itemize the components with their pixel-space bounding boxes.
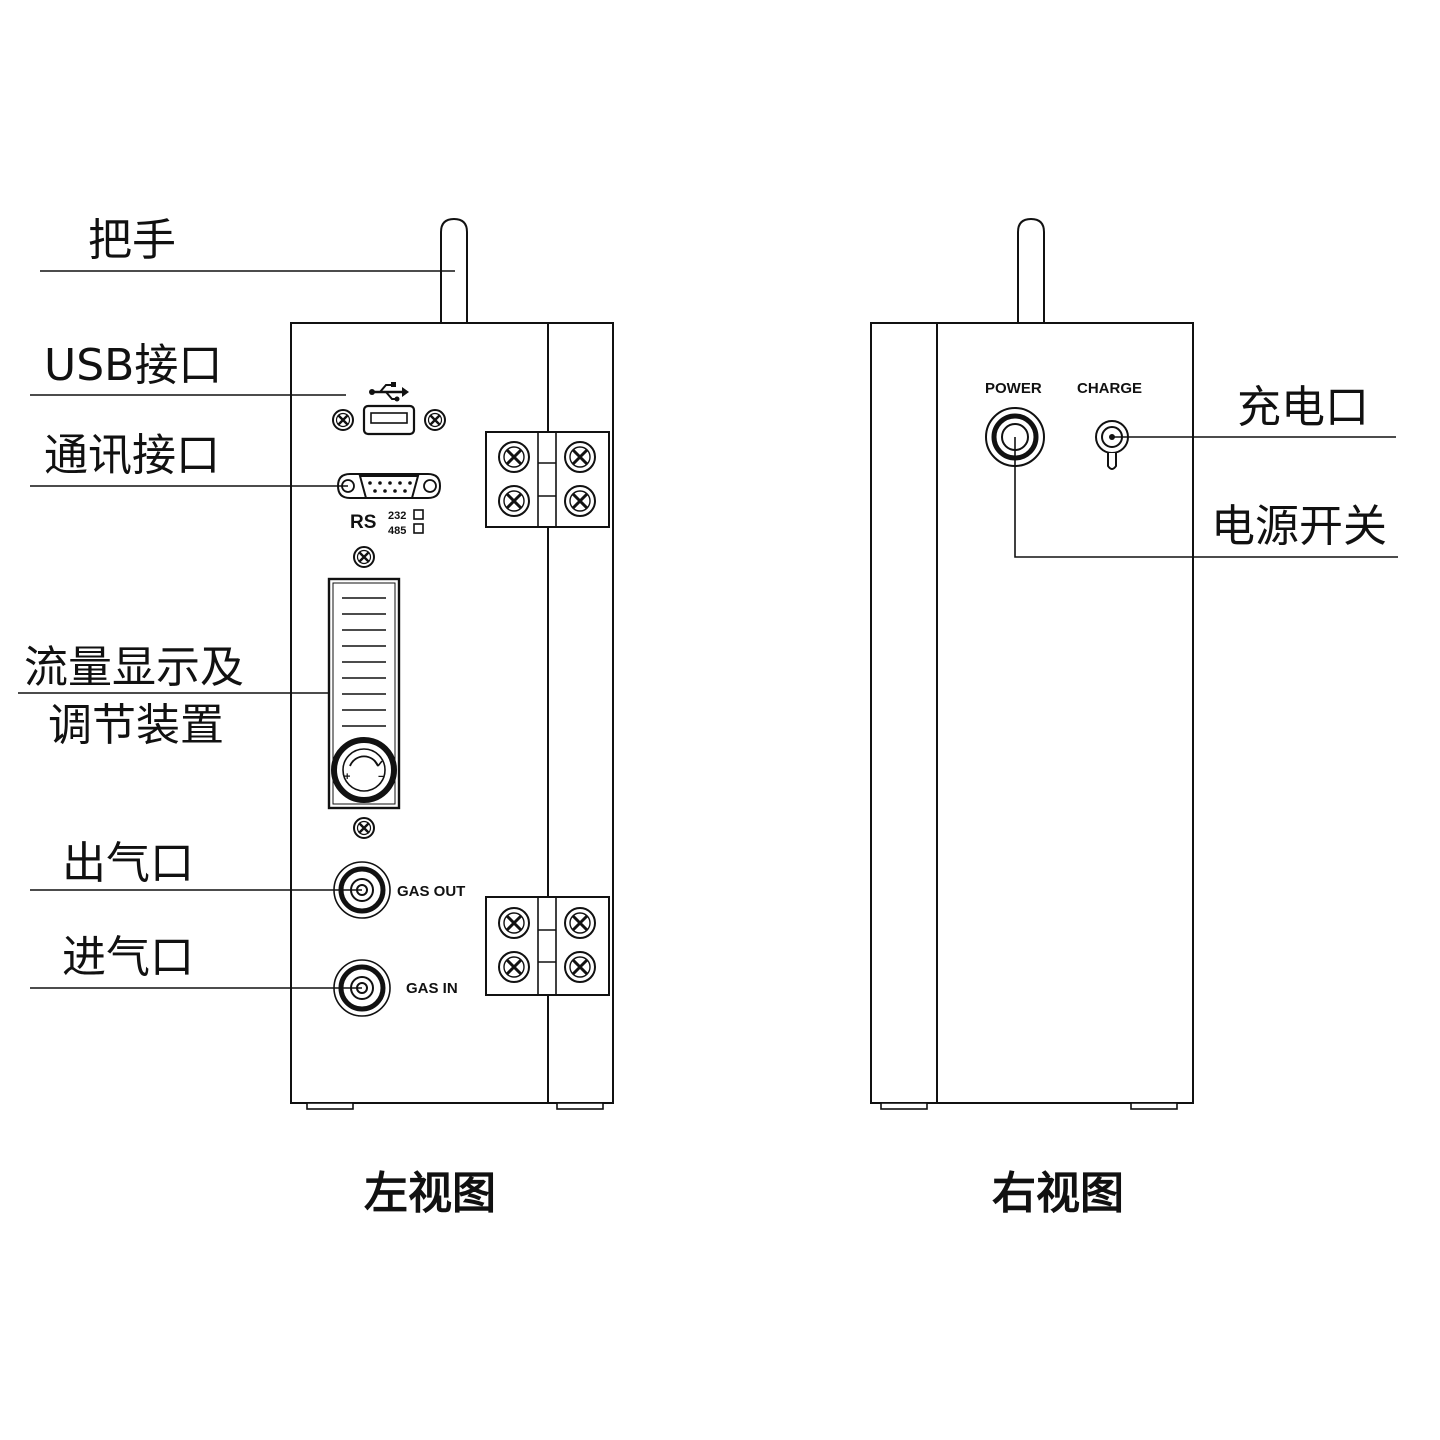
left-handle — [440, 217, 468, 323]
knob-plus-label: + — [344, 771, 350, 783]
callout-flow-line1: 流量显示及 — [24, 642, 244, 693]
rs-232-checkbox — [413, 509, 424, 520]
callout-usb-port: USB接口 — [44, 340, 222, 391]
right-body-main — [936, 322, 1194, 1104]
rs-485-checkbox — [413, 523, 424, 534]
callout-charge-port: 充电口 — [1237, 382, 1369, 433]
power-label: POWER — [985, 380, 1042, 397]
hinge-top — [485, 431, 610, 528]
left-view: RS 232 485 + − — [18, 215, 614, 1219]
hinge-bottom — [485, 896, 610, 996]
callout-gas-outlet: 出气口 — [62, 838, 194, 889]
gas-in-label: GAS IN — [406, 980, 458, 997]
callout-comm-port: 通讯接口 — [44, 430, 220, 481]
left-foot-1 — [306, 1102, 354, 1110]
rs-232-label: 232 — [388, 510, 406, 522]
right-foot-2 — [1130, 1102, 1178, 1110]
flowmeter-screw-top — [352, 545, 376, 569]
leader-power — [1014, 437, 1398, 558]
knob-minus-label: − — [378, 771, 384, 783]
right-foot-1 — [880, 1102, 928, 1110]
db9-port — [336, 473, 442, 499]
rs-label: RS — [350, 512, 376, 533]
flowmeter: + − — [327, 577, 401, 810]
right-view: POWER CHARGE 充电口 电源开关 右视图 — [870, 217, 1398, 1219]
callout-gas-inlet: 进气口 — [62, 932, 194, 983]
right-body-side — [870, 322, 938, 1104]
right-handle — [1017, 217, 1045, 323]
gas-out-label: GAS OUT — [397, 883, 465, 900]
callout-flow-line2: 调节装置 — [48, 700, 224, 751]
callout-handle: 把手 — [88, 215, 176, 266]
usb-icon — [369, 382, 409, 402]
right-view-caption: 右视图 — [992, 1168, 1124, 1219]
rs-485-label: 485 — [388, 525, 406, 537]
flow-adjust-knob: + − — [331, 737, 397, 803]
usb-port — [331, 404, 447, 436]
left-foot-2 — [556, 1102, 604, 1110]
flowmeter-screw-bottom — [352, 816, 376, 840]
charge-label: CHARGE — [1077, 380, 1142, 397]
left-view-caption: 左视图 — [364, 1168, 496, 1219]
callout-power-switch: 电源开关 — [1211, 501, 1387, 552]
